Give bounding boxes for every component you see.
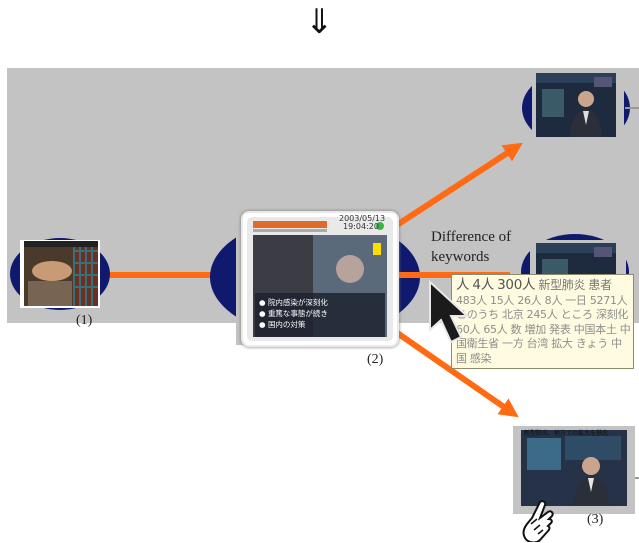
- node-1-thumbnail[interactable]: [24, 241, 98, 306]
- keyword-item: 台湾: [526, 337, 549, 350]
- keyword-item: ところ: [560, 308, 593, 321]
- news-screen-icon: [247, 217, 393, 341]
- link-2-bottom: [391, 327, 519, 418]
- keyword-item: 増加: [524, 322, 547, 336]
- keyword-item: 65人: [483, 322, 508, 336]
- anchor-scene-icon: [536, 73, 616, 137]
- keyword-item: 北京: [502, 308, 524, 321]
- keyword-item: 300人: [497, 277, 536, 293]
- bullet-1: ● 院内感染が深刻化: [259, 298, 328, 307]
- keyword-item: 8人: [544, 293, 563, 307]
- keyword-item: 発表: [549, 322, 571, 336]
- annotation-text: Difference of keywords: [431, 227, 511, 267]
- keyword-item: 拡大: [551, 337, 573, 350]
- down-arrow: ⇓: [305, 2, 334, 42]
- keyword-item: 483人: [456, 293, 487, 307]
- keyword-item: 中国衛生省: [456, 322, 631, 351]
- keyword-item: 一日: [565, 293, 587, 307]
- keyword-item: 4人: [472, 277, 494, 293]
- link-2-top: [395, 142, 523, 228]
- keyword-difference-box: 人 4人 300人 新型肺炎 患者 483人 15人 26人 8人 一日 527…: [451, 274, 634, 369]
- keyword-item: 中国: [456, 337, 622, 365]
- keyword-item: 26人: [517, 293, 542, 307]
- keyword-item: きょう: [575, 337, 608, 350]
- keyword-item: 15人: [490, 293, 515, 307]
- node-3-caption: 新型肺炎、地方での拡大を懸念: [524, 430, 609, 437]
- keyword-item: 5271人: [589, 293, 628, 307]
- annotation-line-2: keywords: [431, 249, 490, 265]
- center-screen-date: 2003/05/13: [339, 214, 386, 223]
- hand-pointer-icon: [522, 500, 554, 542]
- keyword-item: 数: [510, 322, 522, 336]
- keyword-item: このうち: [456, 308, 499, 321]
- node-top-thumbnail[interactable]: [536, 73, 616, 137]
- mouse-cursor-icon: [429, 280, 470, 344]
- keyword-item: 一方: [502, 337, 524, 350]
- node-3-label: (3): [587, 512, 604, 527]
- node-3-thumbnail[interactable]: [521, 430, 627, 506]
- keyword-item: 新型肺炎: [538, 278, 586, 292]
- keyword-item: 中国本土: [573, 322, 617, 336]
- keyword-item: 60人: [456, 322, 481, 336]
- anchor-scene-icon: [521, 430, 627, 506]
- center-screen-bullets: ● 院内感染が深刻化 ● 重篤な事態が続き ● 国内の対策: [259, 297, 328, 330]
- bullet-2: ● 重篤な事態が続き: [259, 309, 328, 318]
- center-screen-time: 19:04:20: [343, 222, 379, 231]
- node-2-thumbnail[interactable]: 2003/05/13 19:04:20 ● 院内感染が深刻化 ● 重篤な事態が続…: [241, 211, 399, 347]
- keyword-item: 人: [456, 277, 470, 293]
- hands-scene-icon: [24, 241, 98, 306]
- keyword-item: 感染: [469, 351, 492, 365]
- keyword-item: 患者: [588, 278, 612, 292]
- bullet-3: ● 国内の対策: [259, 320, 306, 329]
- node-1-label: (1): [76, 313, 93, 328]
- node-2-label: (2): [367, 352, 384, 367]
- keyword-item: 深刻化: [595, 308, 629, 321]
- keyword-item: 245人: [526, 308, 558, 321]
- annotation-line-1: Difference of: [431, 229, 512, 245]
